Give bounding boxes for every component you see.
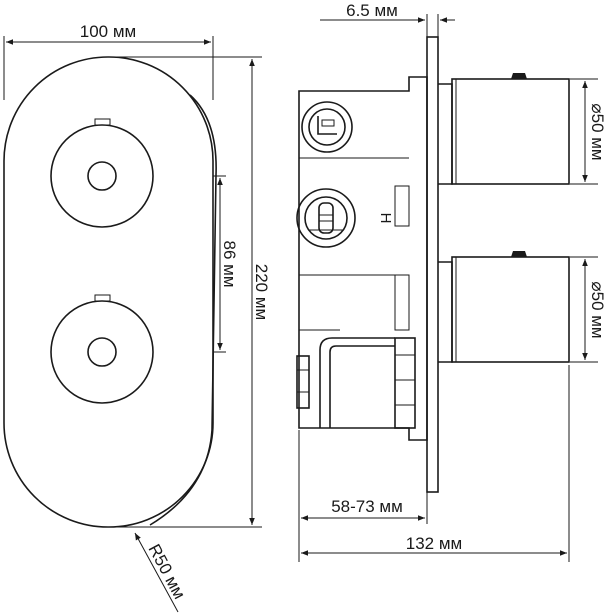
width-label: 100 мм <box>80 22 136 41</box>
handle-top: ⌀50 мм <box>438 73 607 185</box>
cover-plate <box>426 36 439 493</box>
radius-dimension: R50 мм <box>134 532 189 613</box>
handle-bottom-diameter: ⌀50 мм <box>588 281 607 338</box>
plate-thickness-dimension: 6.5 мм <box>320 1 455 37</box>
spacing-dimension: 86 мм <box>213 175 239 353</box>
front-plate-bevel <box>149 94 217 526</box>
front-view: 100 мм 220 мм 86 мм R50 мм <box>3 22 271 613</box>
hot-marker: H <box>377 213 394 224</box>
knob-bottom <box>50 294 154 404</box>
height-label: 220 мм <box>252 264 271 320</box>
front-plate <box>3 56 214 528</box>
handle-bottom: ⌀50 мм <box>438 251 607 363</box>
handle-top-diameter: ⌀50 мм <box>588 103 607 160</box>
plate-thickness-label: 6.5 мм <box>346 1 398 20</box>
total-depth-label: 132 мм <box>406 534 462 553</box>
width-dimension: 100 мм <box>3 22 214 100</box>
outlet <box>296 337 416 429</box>
side-view: H ⌀50 мм <box>296 1 607 562</box>
total-depth-dimension: 132 мм <box>301 365 570 562</box>
inlet-cold <box>301 101 353 153</box>
knob-top <box>50 118 154 228</box>
body-details <box>299 157 410 331</box>
inlet-hot <box>296 188 356 248</box>
spacing-label: 86 мм <box>220 240 239 287</box>
depth-label: 58-73 мм <box>331 497 403 516</box>
radius-label: R50 мм <box>144 541 189 602</box>
height-dimension: 220 мм <box>110 56 271 528</box>
depth-dimension: 58-73 мм <box>298 430 428 562</box>
